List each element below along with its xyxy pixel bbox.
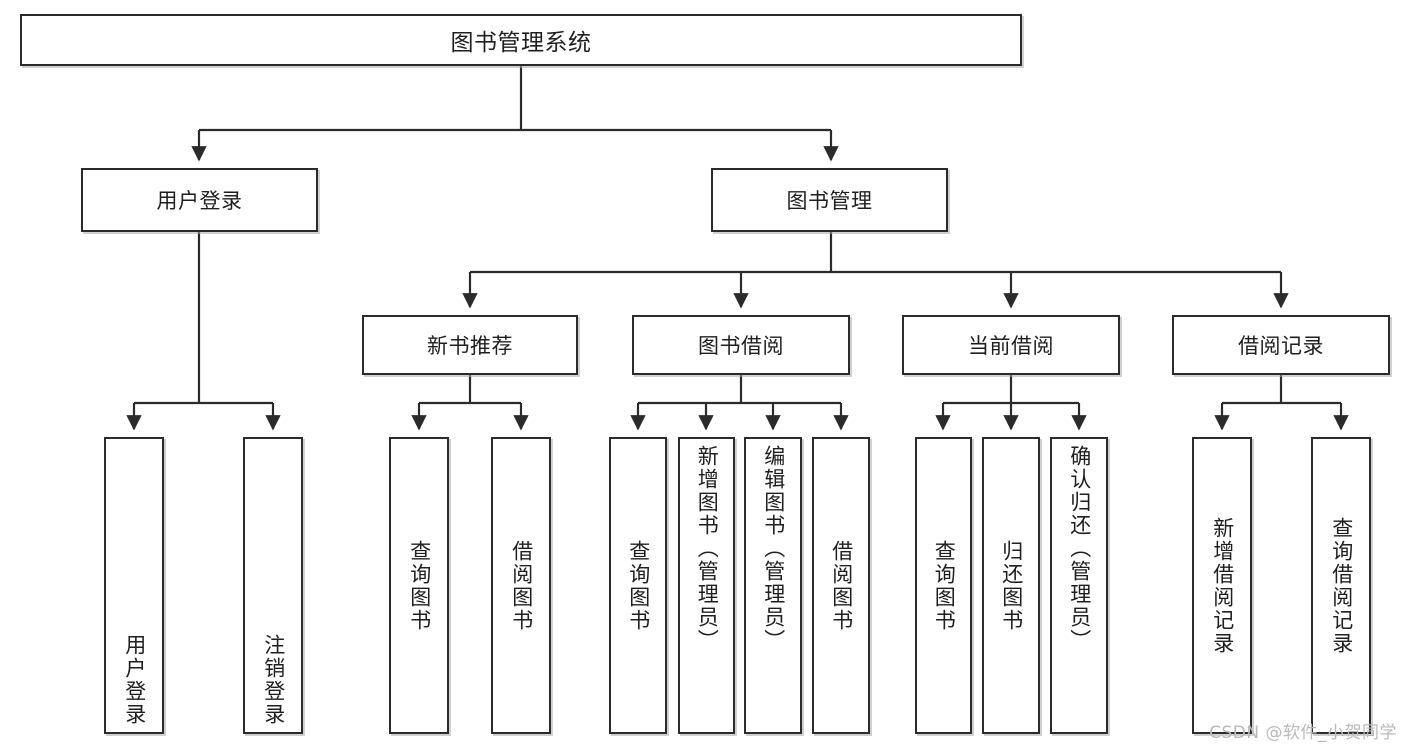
node-current-borrow[interactable]: 当前借阅 [902, 315, 1120, 375]
node-label: 查询借阅记录 [1329, 516, 1354, 655]
node-label: 用户登录 [156, 189, 243, 213]
node-label: 当前借阅 [968, 334, 1054, 358]
node-new-book-recommend[interactable]: 新书推荐 [362, 315, 578, 375]
node-label: 借阅记录 [1238, 334, 1324, 358]
leaf-user-login-logout[interactable]: 注销登录 [243, 437, 303, 734]
node-label: 查询图书 [407, 539, 432, 632]
node-label: 新增借阅记录 [1210, 516, 1235, 655]
node-user-login[interactable]: 用户登录 [81, 168, 318, 232]
node-borrow-record[interactable]: 借阅记录 [1172, 315, 1390, 375]
node-label: 借阅图书 [829, 539, 854, 632]
leaf-new-book-borrow-book[interactable]: 借阅图书 [491, 437, 551, 734]
node-label: 确认归还（管理员） [1067, 445, 1092, 652]
node-label: 编辑图书（管理员） [761, 445, 786, 652]
csdn-watermark: CSDN @软件_小贺同学 [1209, 723, 1397, 743]
node-label: 归还图书 [999, 539, 1024, 632]
node-label: 图书管理 [786, 189, 873, 213]
leaf-book-borrow-add-book-admin[interactable]: 新增图书（管理员） [678, 437, 735, 734]
node-label: 查询图书 [932, 539, 957, 632]
leaf-borrow-record-query-record[interactable]: 查询借阅记录 [1311, 437, 1371, 734]
leaf-current-borrow-query-book[interactable]: 查询图书 [915, 437, 972, 734]
node-label: 新书推荐 [427, 334, 513, 358]
node-label: 借阅图书 [509, 539, 534, 632]
node-book-management[interactable]: 图书管理 [711, 168, 948, 232]
leaf-borrow-record-add-record[interactable]: 新增借阅记录 [1192, 437, 1252, 734]
node-root-book-management-system[interactable]: 图书管理系统 [20, 14, 1022, 66]
node-label: 图书管理系统 [450, 30, 592, 56]
node-label: 新增图书（管理员） [695, 445, 720, 652]
node-book-borrow[interactable]: 图书借阅 [632, 315, 850, 375]
leaf-book-borrow-query-book[interactable]: 查询图书 [609, 437, 667, 734]
node-label: 用户登录 [122, 634, 147, 726]
node-label: 注销登录 [261, 634, 286, 726]
leaf-current-borrow-confirm-return-admin[interactable]: 确认归还（管理员） [1050, 437, 1108, 734]
node-label: 图书借阅 [698, 334, 784, 358]
leaf-book-borrow-edit-book-admin[interactable]: 编辑图书（管理员） [744, 437, 802, 734]
leaf-current-borrow-return-book[interactable]: 归还图书 [982, 437, 1040, 734]
leaf-new-book-query-book[interactable]: 查询图书 [389, 437, 449, 734]
leaf-book-borrow-borrow-book[interactable]: 借阅图书 [812, 437, 870, 734]
leaf-user-login-login[interactable]: 用户登录 [104, 437, 164, 734]
node-label: 查询图书 [626, 539, 651, 632]
